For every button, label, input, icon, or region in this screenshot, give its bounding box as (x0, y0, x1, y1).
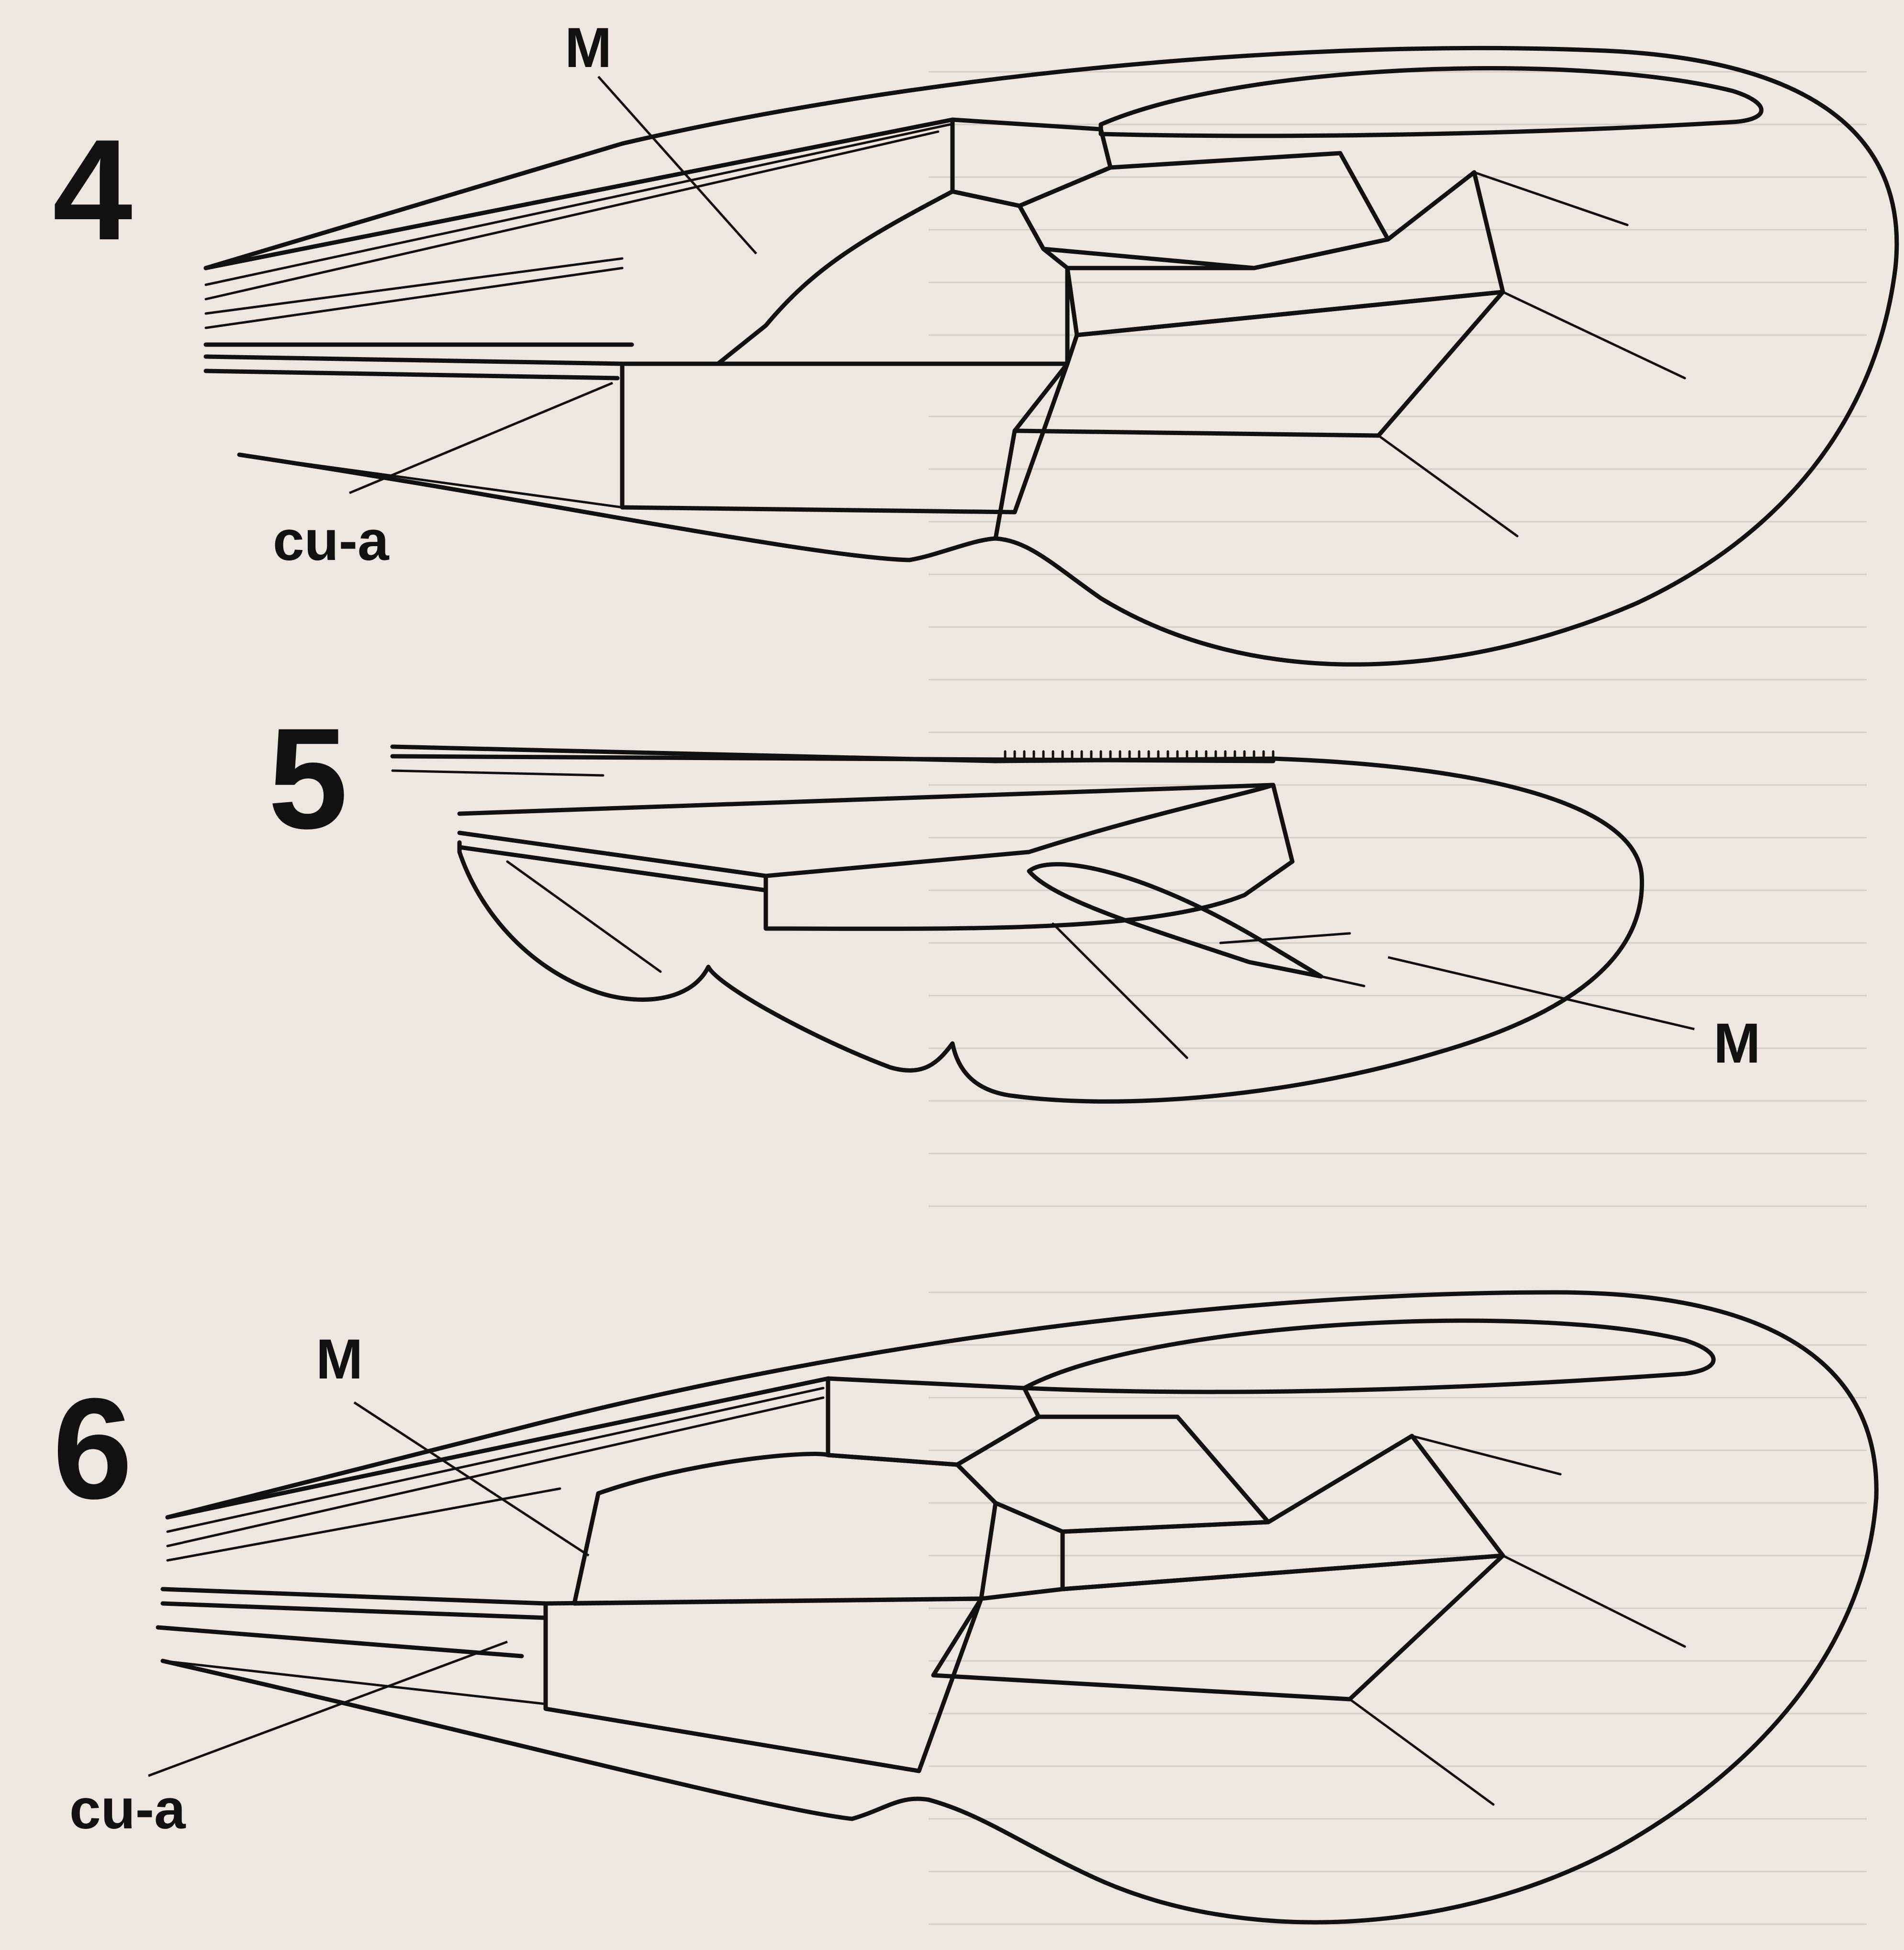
fig4-basal-vein-6 (206, 357, 622, 364)
fig4-basal-vein-1 (206, 124, 950, 285)
fig4-costa (206, 120, 952, 268)
fig5-m-label: M (1714, 1012, 1760, 1075)
fig6-cell-f (933, 1556, 1503, 1699)
fig6-cu-a-label: cu-a (69, 1778, 186, 1841)
fig4-cu-a-leader (349, 383, 613, 493)
fig6-cell-b (957, 1417, 1268, 1532)
fig6-m-leader (354, 1402, 589, 1556)
fig6-number: 6 (53, 1368, 133, 1529)
fig6-cell-a (828, 1378, 1039, 1465)
fig5-costa (392, 756, 1273, 761)
fig5-cell-1 (766, 785, 1292, 929)
fig5-m-leader (1388, 957, 1694, 1029)
fig6-basal-vein-4 (163, 1589, 546, 1603)
fig6-cu-a-leader (148, 1642, 507, 1776)
fig4-cell-e (622, 364, 1067, 512)
fig5-distal-vein-1 (1321, 976, 1364, 986)
fig6-distal-vein-1 (1503, 1556, 1685, 1647)
fig6-basal-vein-2 (168, 1398, 823, 1546)
fig5-number: 5 (268, 698, 348, 859)
fig6-cell-c (574, 1454, 996, 1603)
fig5-basal-vein-2 (459, 785, 1273, 814)
fig4-distal-vein-3 (1474, 172, 1627, 225)
fig4-cu-a-label: cu-a (273, 509, 390, 572)
fig6-basal-vein-1 (168, 1388, 823, 1532)
fig4-basal-vein-7 (206, 371, 617, 378)
fig4-cell-a (952, 120, 1110, 206)
fig6-basal-vein-6 (158, 1627, 522, 1656)
fig4-wing-outline (206, 48, 1897, 664)
fig6-distal-vein-2 (1350, 1699, 1493, 1804)
fig6-cell-e (546, 1599, 981, 1771)
fig6-marginal-cell (1024, 1321, 1714, 1392)
fig4-m-label: M (565, 16, 612, 79)
fig5-distal-vein-2 (1221, 933, 1350, 943)
fig6-m-label: M (316, 1328, 363, 1391)
fig6-basal-vein-7 (163, 1661, 546, 1704)
fig4-cell-d (1067, 172, 1503, 335)
fig4-cell-f (1015, 292, 1503, 436)
figure-6: 6 M cu-a (53, 1292, 1876, 1922)
fig4-basal-vein-4 (206, 268, 622, 328)
fig5-distal-vein-3 (1053, 924, 1187, 1058)
fig6-cell-d (1063, 1436, 1503, 1589)
fig4-number: 4 (53, 109, 134, 270)
fig4-basal-vein-8 (239, 455, 622, 507)
fig4-cell-c (718, 191, 1067, 364)
figure-4: 4 M cu-a (53, 16, 1897, 664)
fig5-basal-vein-1 (392, 771, 603, 775)
fig5-cell-2 (1029, 864, 1321, 976)
figure-5: 5 M (268, 698, 1760, 1101)
fig4-marginal-cell (1101, 68, 1761, 136)
fig6-basal-vein-5 (163, 1603, 546, 1618)
